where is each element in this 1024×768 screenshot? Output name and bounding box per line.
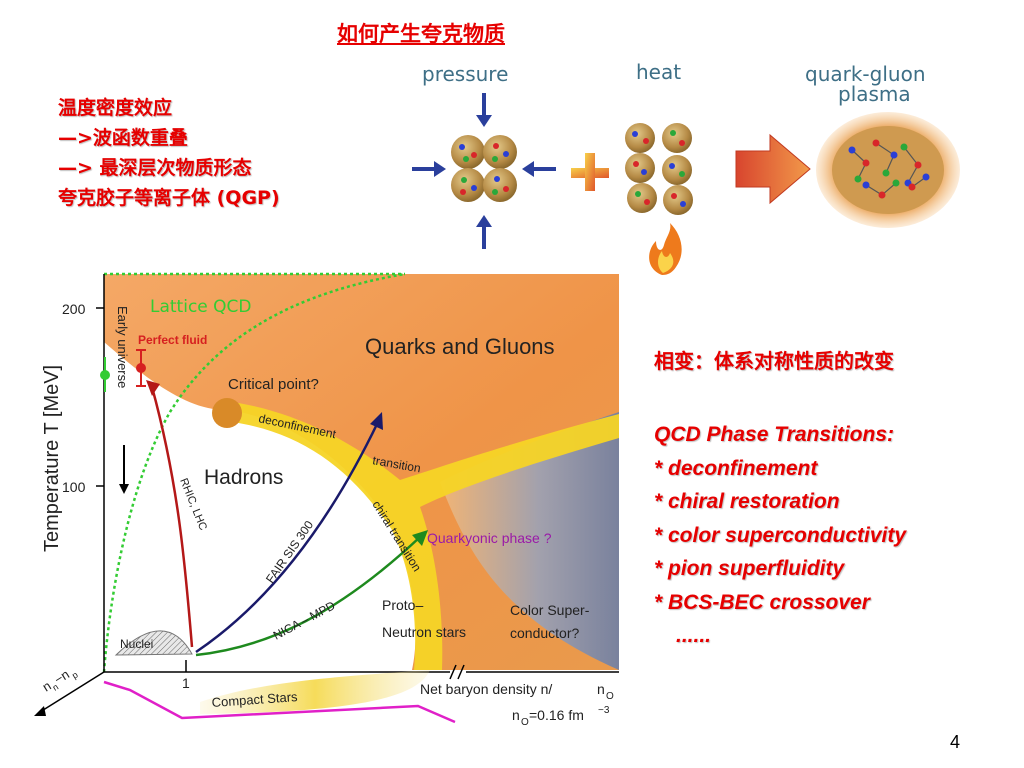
rhic-lhc-trajectory [150, 386, 194, 648]
hadron-region [104, 342, 416, 670]
list-ellipsis: ...... [676, 624, 712, 647]
qgp-formation-illustration: pressure heat quark-gluon plasma [412, 60, 960, 275]
svg-text:−n: −n [52, 667, 73, 688]
compressed-nucleons [451, 135, 517, 202]
n0-exponent: −3 [598, 705, 610, 716]
nuclei-label: Nuclei [120, 637, 153, 651]
note-line-1: 温度密度效应 [58, 97, 173, 119]
n0-subscript: O [606, 691, 614, 702]
early-universe-label: Early universe [115, 306, 130, 388]
qgp-label-line1: quark-gluon [805, 62, 926, 86]
rhic-lhc-arrowhead [146, 380, 160, 396]
y-tick-100: 100 [62, 479, 86, 495]
list-item: * deconfinement [654, 456, 818, 480]
perfect-fluid-point [136, 363, 146, 373]
quarks-gluons-label: Quarks and Gluons [365, 334, 555, 359]
transform-arrow-icon [735, 133, 811, 205]
n0-def-label: n [512, 707, 520, 723]
left-notes: 温度密度效应 —>波函数重叠 —> 最深层次物质形态 夸克胶子等离子体 (QGP… [58, 93, 280, 213]
nica-arrowhead [412, 530, 428, 546]
nica-trajectory [195, 536, 421, 657]
y-axis-label: Temperature T [MeV] [41, 365, 63, 552]
proto-neutron-label-1: Proto– [382, 597, 423, 613]
qcd-transitions-list: QCD Phase Transitions: * deconfinement *… [654, 418, 906, 653]
list-item: * chiral restoration [654, 490, 840, 513]
note-line-3: —> 最深层次物质形态 [58, 157, 252, 179]
compact-stars-label: Compact Stars [211, 689, 298, 710]
lattice-point [100, 370, 110, 380]
heat-label: heat [636, 60, 681, 84]
pressure-label: pressure [422, 62, 508, 86]
y-tick-200: 200 [62, 301, 86, 317]
n0-def-subscript: O [521, 717, 529, 728]
list-item: * color superconductivity [654, 523, 907, 547]
color-super-label-1: Color Super- [510, 602, 590, 618]
quark-gluon-plasma [816, 112, 960, 228]
isospin-axis [39, 671, 105, 713]
color-super-label-2: conductor? [510, 625, 579, 641]
x-tick-1: 1 [182, 675, 190, 691]
isospin-label: n n −n p [40, 667, 80, 695]
n0-value: =0.16 fm [529, 707, 584, 723]
n0-label: n [597, 681, 605, 697]
quarkyonic-label: Quarkyonic phase ? [427, 530, 552, 546]
proto-neutron-label-2: Neutron stars [382, 624, 466, 640]
heated-nucleons [625, 123, 693, 215]
page-number: 4 [950, 732, 961, 752]
list-item: * BCS-BEC crossover [654, 590, 870, 614]
note-line-4: 夸克胶子等离子体 (QGP) [58, 187, 280, 209]
slide-title: 如何产生夸克物质 [337, 22, 505, 46]
net-baryon-density-label: Net baryon density n/ [420, 681, 552, 697]
early-universe-arrowhead [119, 484, 129, 494]
perfect-fluid-label: Perfect fluid [138, 333, 207, 347]
note-line-2: —>波函数重叠 [58, 127, 188, 149]
critical-point-label: Critical point? [228, 376, 319, 393]
pressure-arrows [412, 93, 556, 249]
svg-text:p: p [70, 670, 80, 681]
qgp-label-line2: plasma [838, 82, 911, 106]
axis-break-2 [457, 664, 465, 680]
isospin-axis-arrowhead [34, 706, 46, 716]
compact-stars-curve [103, 680, 456, 724]
phase-transition-heading: 相变：体系对称性质的改变 [654, 349, 894, 373]
hadrons-label: Hadrons [204, 466, 283, 489]
fair-trajectory [195, 421, 380, 654]
compact-stars-band [200, 670, 430, 714]
nuclei-region [114, 630, 193, 656]
fair-arrowhead [370, 412, 383, 430]
lattice-qcd-label: Lattice QCD [150, 297, 252, 317]
list-item: * pion superfluidity [654, 557, 845, 580]
qcd-phase-diagram: Lattice QCD Perfect fluid Early universe… [34, 272, 619, 728]
plus-icon [571, 153, 609, 191]
qcd-transitions-title: QCD Phase Transitions: [654, 423, 895, 446]
critical-point-marker [212, 398, 242, 428]
lattice-qcd-curve [102, 272, 406, 673]
flame-icon [649, 223, 682, 275]
right-notes: 相变：体系对称性质的改变 QCD Phase Transitions: * de… [654, 345, 906, 653]
axis-break-1 [449, 664, 457, 680]
svg-text:n: n [51, 682, 61, 693]
